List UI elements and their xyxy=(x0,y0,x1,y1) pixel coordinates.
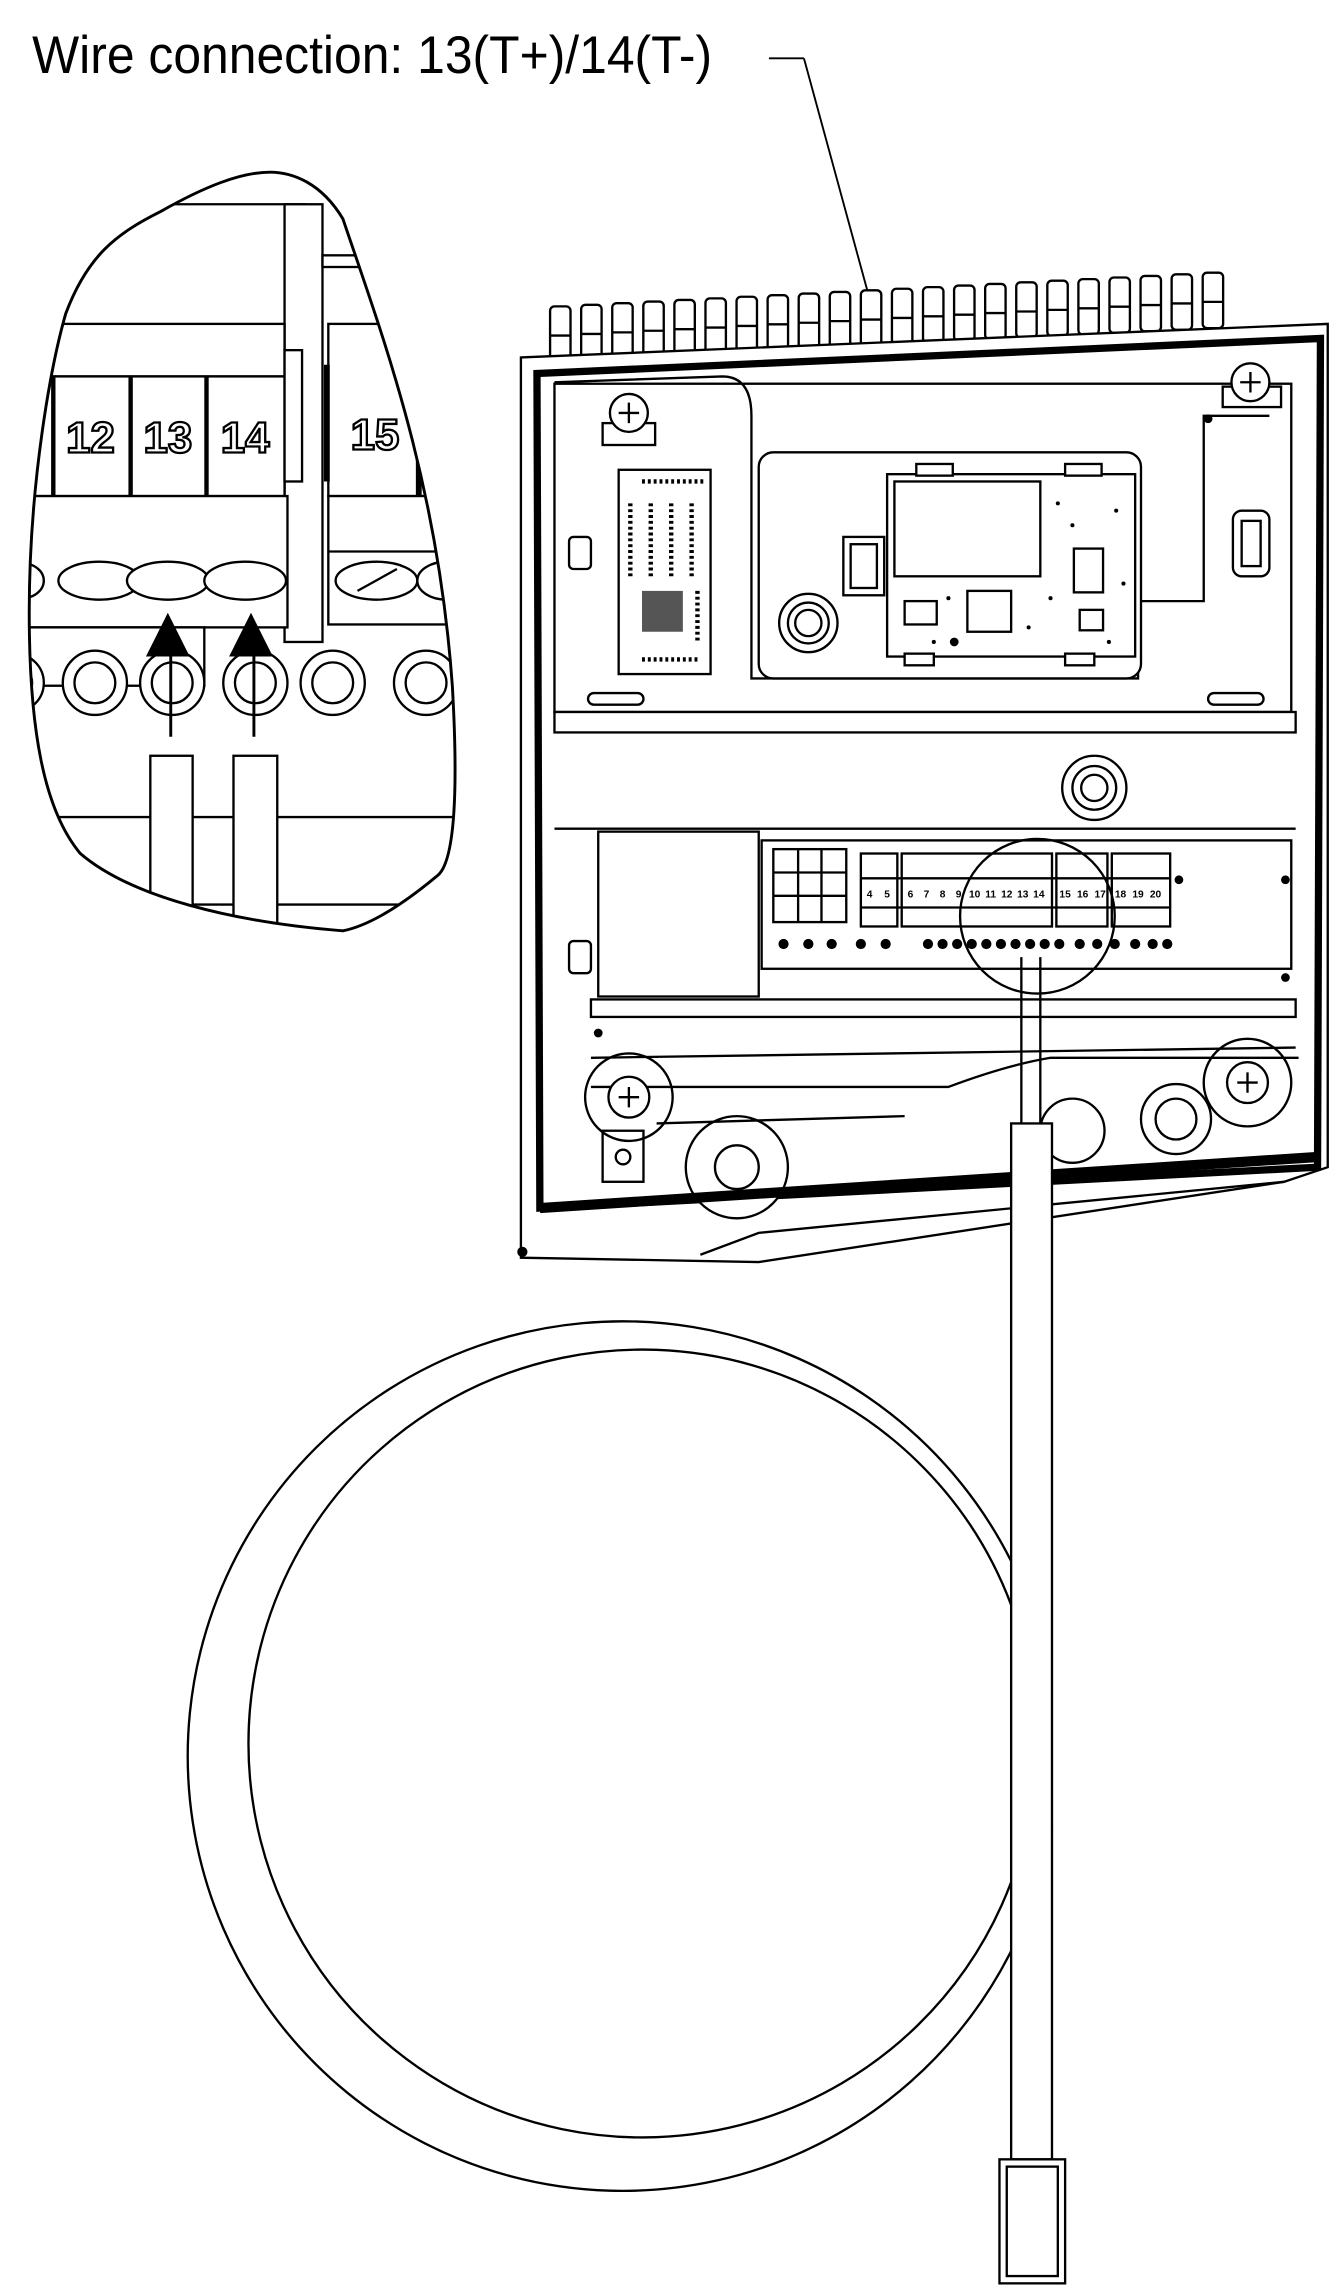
strip-terminal-label: 20 xyxy=(1150,889,1162,900)
fin xyxy=(797,292,821,351)
fin xyxy=(1046,279,1069,338)
terminal-hole xyxy=(937,938,948,950)
fin xyxy=(580,303,603,362)
terminal-hole xyxy=(966,938,977,950)
fin xyxy=(828,290,852,349)
fin xyxy=(1108,276,1132,335)
arrow-t-minus-icon xyxy=(229,612,273,737)
strip-terminal-label: 18 xyxy=(1115,889,1127,900)
terminal-hole xyxy=(1010,938,1021,950)
terminal-hole xyxy=(1054,938,1065,950)
sensor-cable-loop xyxy=(186,1320,1054,2192)
terminal-hole xyxy=(952,938,963,950)
fin xyxy=(890,287,914,346)
strip-terminal-label: 16 xyxy=(1077,889,1089,900)
inset-terminal-12: 12 xyxy=(66,413,115,462)
sensor-cable xyxy=(998,957,1067,2285)
fin xyxy=(1201,271,1225,330)
terminal-hole xyxy=(981,938,992,950)
inset-terminal-15: 15 xyxy=(351,410,400,459)
strip-terminal-label: 6 xyxy=(908,889,914,900)
fin xyxy=(921,285,945,344)
fin xyxy=(766,293,790,352)
terminal-hole xyxy=(1092,938,1103,950)
fin xyxy=(984,282,1007,341)
terminal-inset: 12 13 14 15 xyxy=(27,170,457,933)
strip-terminal-label: 9 xyxy=(956,889,962,900)
strip-terminal-label: 10 xyxy=(969,889,981,900)
strip-terminal-label: 13 xyxy=(1017,889,1029,900)
magnifier-circle xyxy=(958,837,1116,995)
arrow-t-plus-icon xyxy=(145,612,190,737)
fin xyxy=(673,298,696,357)
sensor-probe xyxy=(998,2158,1067,2285)
strip-terminal-label: 11 xyxy=(985,889,996,900)
fin xyxy=(1015,281,1038,339)
strip-terminal-label: 4 xyxy=(867,889,873,900)
strip-terminal-label: 12 xyxy=(1001,889,1013,900)
terminal-hole xyxy=(995,938,1007,950)
terminal-hole xyxy=(1074,938,1085,950)
terminal-hole xyxy=(1147,938,1158,950)
wire-connection-title: Wire connection: 13(T+)/14(T-) xyxy=(32,26,712,85)
fin xyxy=(735,295,759,354)
terminal-hole xyxy=(826,938,837,950)
screw-slots xyxy=(29,560,456,601)
terminal-hole xyxy=(1109,938,1120,950)
strip-terminal-label: 19 xyxy=(1132,889,1144,900)
grommets xyxy=(684,592,1213,1220)
wire-t-plus xyxy=(149,754,194,931)
fin xyxy=(952,284,976,343)
fin xyxy=(704,297,728,355)
sticker-label xyxy=(617,468,712,676)
fin xyxy=(1139,274,1163,333)
strip-terminal-label: 15 xyxy=(1059,889,1071,900)
fin xyxy=(859,289,883,347)
fin xyxy=(1170,273,1194,331)
inset-terminal-13: 13 xyxy=(143,413,192,462)
terminal-hole xyxy=(778,938,789,950)
terminal-hole xyxy=(1024,938,1036,950)
strip-terminal-label: 7 xyxy=(924,889,930,900)
circuit-board xyxy=(842,462,1137,667)
strip-terminal-label: 5 xyxy=(884,889,890,900)
screws xyxy=(583,362,1293,1143)
terminal-hole xyxy=(922,938,934,950)
wire-t-minus xyxy=(232,754,279,931)
terminal-hole xyxy=(1162,938,1173,950)
strip-terminal-label: 17 xyxy=(1094,889,1106,900)
strip-terminal-label: 14 xyxy=(1033,889,1045,900)
terminal-hole xyxy=(803,938,814,950)
terminal-hole xyxy=(1039,938,1050,950)
terminal-hole xyxy=(1130,938,1141,950)
fin xyxy=(611,302,634,360)
terminal-hole xyxy=(855,938,866,950)
terminal-hole xyxy=(880,938,891,950)
strip-terminal-label: 8 xyxy=(940,889,946,900)
fin xyxy=(642,300,665,359)
fin xyxy=(1077,277,1100,336)
inset-terminal-14: 14 xyxy=(221,413,270,462)
fin xyxy=(548,305,572,364)
